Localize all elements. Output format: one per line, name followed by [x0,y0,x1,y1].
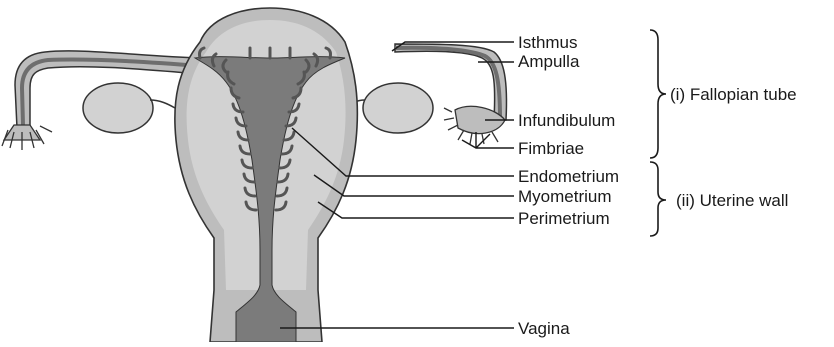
label-fimbriae: Fimbriae [518,139,584,158]
label-perimetrium: Perimetrium [518,209,610,228]
left-ovary [83,83,153,133]
uterus [175,8,358,342]
leader-perimetrium [318,202,514,218]
braces [650,30,666,236]
left-fimbriae [2,125,52,150]
label-vagina: Vagina [518,319,570,338]
label-myometrium: Myometrium [518,187,612,206]
group-label-fallopian-tube: (i) Fallopian tube [670,85,797,104]
label-ampulla: Ampulla [518,52,580,71]
right-fimbriae [444,106,505,144]
right-ovary [363,83,433,133]
leader-fimbriae [462,132,514,148]
uterine-wall-brace [650,162,666,236]
label-endometrium: Endometrium [518,167,619,186]
label-infundibulum: Infundibulum [518,111,615,130]
label-isthmus: Isthmus [518,33,578,52]
group-label-uterine-wall: (ii) Uterine wall [676,191,788,210]
fallopian-brace [650,30,666,158]
left-ovarian-ligament [150,100,175,108]
